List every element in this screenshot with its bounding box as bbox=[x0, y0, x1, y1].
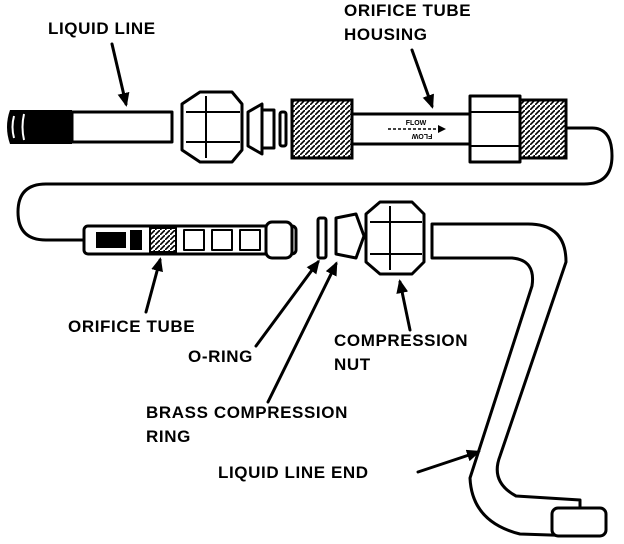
compression-nut bbox=[364, 200, 426, 276]
liquid-line-hose bbox=[7, 110, 72, 144]
leader-orifice-tube bbox=[144, 257, 163, 314]
brass-compression-ring bbox=[334, 212, 366, 260]
leader-compression-nut bbox=[396, 279, 412, 332]
top-brass-ring bbox=[246, 102, 276, 156]
orifice-tube bbox=[82, 220, 298, 260]
leader-orifice-tube-housing bbox=[410, 48, 434, 109]
leader-o-ring bbox=[254, 259, 320, 348]
flow-label-top: FLOW bbox=[406, 120, 427, 127]
label-orifice-tube-housing-line1: ORIFICE TUBE bbox=[344, 1, 471, 20]
liquid-line-tube bbox=[70, 110, 174, 144]
label-liquid-line-end: LIQUID LINE END bbox=[218, 463, 369, 482]
assembly-connector-line bbox=[16, 126, 614, 242]
label-orifice-tube: ORIFICE TUBE bbox=[68, 317, 195, 336]
flow-label-bottom: FLOW bbox=[411, 132, 432, 139]
top-o-ring bbox=[278, 110, 288, 148]
leader-liquid-line-end bbox=[416, 449, 481, 474]
label-compression-nut-line2: NUT bbox=[334, 355, 371, 374]
label-brass-compression-ring-line2: RING bbox=[146, 427, 191, 446]
leader-liquid-line bbox=[110, 42, 130, 107]
label-compression-nut-line1: COMPRESSION bbox=[334, 331, 468, 350]
leader-brass-compression-ring bbox=[266, 261, 338, 404]
bottom-o-ring bbox=[316, 216, 328, 260]
label-orifice-tube-housing-line2: HOUSING bbox=[344, 25, 428, 44]
label-o-ring: O-RING bbox=[188, 347, 253, 366]
label-liquid-line: LIQUID LINE bbox=[48, 19, 156, 38]
label-brass-compression-ring-line1: BRASS COMPRESSION bbox=[146, 403, 348, 422]
top-compression-nut bbox=[180, 90, 244, 164]
liquid-line-end-tube bbox=[430, 222, 608, 538]
orifice-tube-housing: FLOW FLOW bbox=[290, 94, 568, 164]
